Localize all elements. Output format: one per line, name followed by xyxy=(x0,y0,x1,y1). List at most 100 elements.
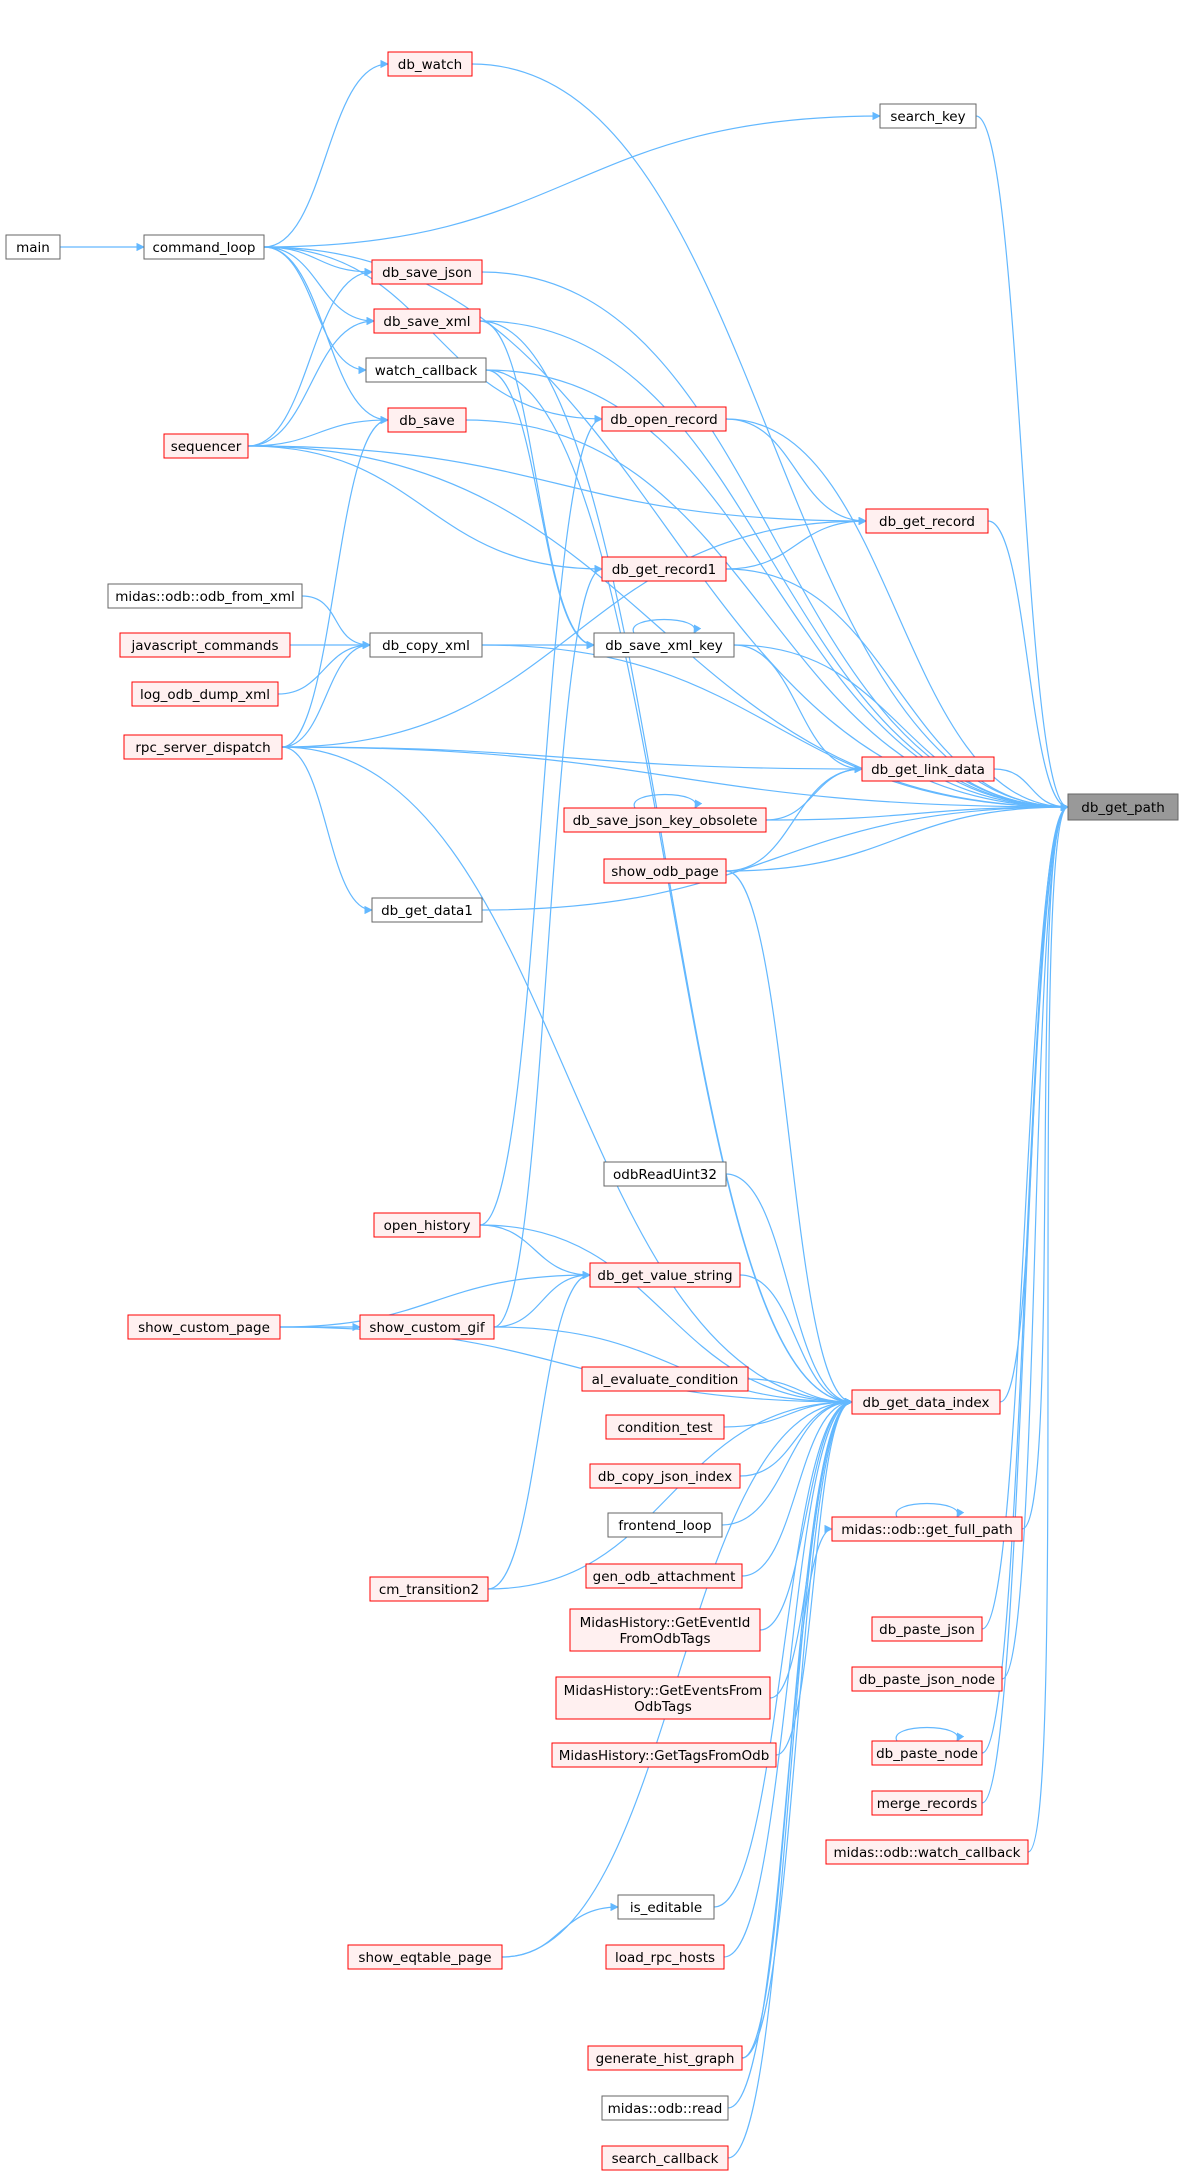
node-box-db_copy_xml[interactable] xyxy=(369,632,483,658)
node-al_evaluate_condition[interactable]: al_evaluate_condition xyxy=(581,1366,749,1392)
node-gen_odb_attachment[interactable]: gen_odb_attachment xyxy=(585,1563,743,1589)
node-box-db_save[interactable] xyxy=(387,407,467,433)
node-sequencer[interactable]: sequencer xyxy=(163,433,249,459)
node-db_get_link_data[interactable]: db_get_link_data xyxy=(861,756,995,782)
node-db_get_path[interactable]: db_get_path xyxy=(1067,793,1179,821)
node-show_odb_page[interactable]: show_odb_page xyxy=(603,858,727,884)
node-box-merge_records[interactable] xyxy=(871,1790,983,1816)
node-db_paste_json[interactable]: db_paste_json xyxy=(871,1616,983,1642)
node-show_custom_gif[interactable]: show_custom_gif xyxy=(359,1314,495,1340)
node-box-db_get_record[interactable] xyxy=(865,508,989,534)
node-box-search_key[interactable] xyxy=(879,103,977,129)
node-box-odbReadUint32[interactable] xyxy=(603,1161,727,1187)
node-cm_transition2[interactable]: cm_transition2 xyxy=(369,1576,489,1602)
node-box-get_full_path[interactable] xyxy=(831,1516,1023,1542)
node-box-db_get_data1[interactable] xyxy=(371,897,483,923)
node-box-load_rpc_hosts[interactable] xyxy=(605,1944,725,1970)
node-box-show_custom_page[interactable] xyxy=(127,1314,281,1340)
node-box-javascript_commands[interactable] xyxy=(119,632,291,658)
node-db_get_record[interactable]: db_get_record xyxy=(865,508,989,534)
node-box-main[interactable] xyxy=(5,234,61,260)
node-box-db_get_data_index[interactable] xyxy=(851,1389,1001,1415)
node-db_copy_json_index[interactable]: db_copy_json_index xyxy=(589,1463,741,1489)
node-box-db_get_value_string[interactable] xyxy=(589,1262,741,1288)
node-show_custom_page[interactable]: show_custom_page xyxy=(127,1314,281,1340)
node-db_save_xml[interactable]: db_save_xml xyxy=(373,308,481,334)
node-box-db_paste_node[interactable] xyxy=(871,1740,983,1766)
node-db_open_record[interactable]: db_open_record xyxy=(601,406,727,432)
node-db_save_xml_key[interactable]: db_save_xml_key xyxy=(593,632,735,658)
node-box-al_evaluate_condition[interactable] xyxy=(581,1366,749,1392)
node-box-odb_watch_callback[interactable] xyxy=(825,1839,1029,1865)
node-db_copy_xml[interactable]: db_copy_xml xyxy=(369,632,483,658)
node-is_editable[interactable]: is_editable xyxy=(617,1894,715,1920)
node-box-gen_odb_attachment[interactable] xyxy=(585,1563,743,1589)
node-box-db_copy_json_index[interactable] xyxy=(589,1463,741,1489)
node-frontend_loop[interactable]: frontend_loop xyxy=(607,1512,723,1538)
node-box-db_save_xml_key[interactable] xyxy=(593,632,735,658)
node-box-odb_from_xml[interactable] xyxy=(107,583,303,609)
node-box-open_history[interactable] xyxy=(373,1212,481,1238)
node-box-is_editable[interactable] xyxy=(617,1894,715,1920)
node-box-db_paste_json[interactable] xyxy=(871,1616,983,1642)
node-condition_test[interactable]: condition_test xyxy=(605,1414,725,1440)
node-db_get_data1[interactable]: db_get_data1 xyxy=(371,897,483,923)
node-search_callback[interactable]: search_callback xyxy=(601,2145,729,2171)
node-box-condition_test[interactable] xyxy=(605,1414,725,1440)
node-db_get_value_string[interactable]: db_get_value_string xyxy=(589,1262,741,1288)
node-load_rpc_hosts[interactable]: load_rpc_hosts xyxy=(605,1944,725,1970)
node-box-GetEventIdFromOdbTags[interactable] xyxy=(569,1608,761,1652)
node-odbReadUint32[interactable]: odbReadUint32 xyxy=(603,1161,727,1187)
node-db_paste_json_node[interactable]: db_paste_json_node xyxy=(851,1666,1003,1692)
node-merge_records[interactable]: merge_records xyxy=(871,1790,983,1816)
node-odb_from_xml[interactable]: midas::odb::odb_from_xml xyxy=(107,583,303,609)
node-box-GetEventsFromOdbTags[interactable] xyxy=(555,1676,771,1720)
node-db_watch[interactable]: db_watch xyxy=(387,51,473,77)
node-box-search_callback[interactable] xyxy=(601,2145,729,2171)
node-box-frontend_loop[interactable] xyxy=(607,1512,723,1538)
node-box-GetTagsFromOdb[interactable] xyxy=(551,1742,777,1768)
node-db_save_json_key_obsolete[interactable]: db_save_json_key_obsolete xyxy=(563,807,767,833)
node-box-db_paste_json_node[interactable] xyxy=(851,1666,1003,1692)
node-box-watch_callback[interactable] xyxy=(365,357,487,383)
node-box-db_save_xml[interactable] xyxy=(373,308,481,334)
node-log_odb_dump_xml[interactable]: log_odb_dump_xml xyxy=(131,681,279,707)
node-box-show_odb_page[interactable] xyxy=(603,858,727,884)
node-db_get_record1[interactable]: db_get_record1 xyxy=(601,556,727,582)
node-box-generate_hist_graph[interactable] xyxy=(587,2045,743,2071)
node-box-odb_read[interactable] xyxy=(601,2095,729,2121)
node-box-rpc_server_dispatch[interactable] xyxy=(123,734,283,760)
node-main[interactable]: main xyxy=(5,234,61,260)
node-box-db_save_json_key_obsolete[interactable] xyxy=(563,807,767,833)
node-open_history[interactable]: open_history xyxy=(373,1212,481,1238)
node-get_full_path[interactable]: midas::odb::get_full_path xyxy=(831,1516,1023,1542)
node-box-sequencer[interactable] xyxy=(163,433,249,459)
node-watch_callback[interactable]: watch_callback xyxy=(365,357,487,383)
node-odb_watch_callback[interactable]: midas::odb::watch_callback xyxy=(825,1839,1029,1865)
node-rpc_server_dispatch[interactable]: rpc_server_dispatch xyxy=(123,734,283,760)
node-db_get_data_index[interactable]: db_get_data_index xyxy=(851,1389,1001,1415)
node-box-db_get_path[interactable] xyxy=(1067,793,1179,821)
node-box-db_get_link_data[interactable] xyxy=(861,756,995,782)
node-db_save_json[interactable]: db_save_json xyxy=(371,259,483,285)
node-generate_hist_graph[interactable]: generate_hist_graph xyxy=(587,2045,743,2071)
node-box-db_open_record[interactable] xyxy=(601,406,727,432)
node-box-cm_transition2[interactable] xyxy=(369,1576,489,1602)
node-show_eqtable_page[interactable]: show_eqtable_page xyxy=(347,1944,503,1970)
node-box-show_eqtable_page[interactable] xyxy=(347,1944,503,1970)
node-box-db_save_json[interactable] xyxy=(371,259,483,285)
node-command_loop[interactable]: command_loop xyxy=(143,234,265,260)
node-box-command_loop[interactable] xyxy=(143,234,265,260)
node-GetTagsFromOdb[interactable]: MidasHistory::GetTagsFromOdb xyxy=(551,1742,777,1768)
node-box-db_watch[interactable] xyxy=(387,51,473,77)
node-javascript_commands[interactable]: javascript_commands xyxy=(119,632,291,658)
node-odb_read[interactable]: midas::odb::read xyxy=(601,2095,729,2121)
node-box-show_custom_gif[interactable] xyxy=(359,1314,495,1340)
node-box-db_get_record1[interactable] xyxy=(601,556,727,582)
node-db_paste_node[interactable]: db_paste_node xyxy=(871,1740,983,1766)
node-search_key[interactable]: search_key xyxy=(879,103,977,129)
node-db_save[interactable]: db_save xyxy=(387,407,467,433)
node-box-log_odb_dump_xml[interactable] xyxy=(131,681,279,707)
